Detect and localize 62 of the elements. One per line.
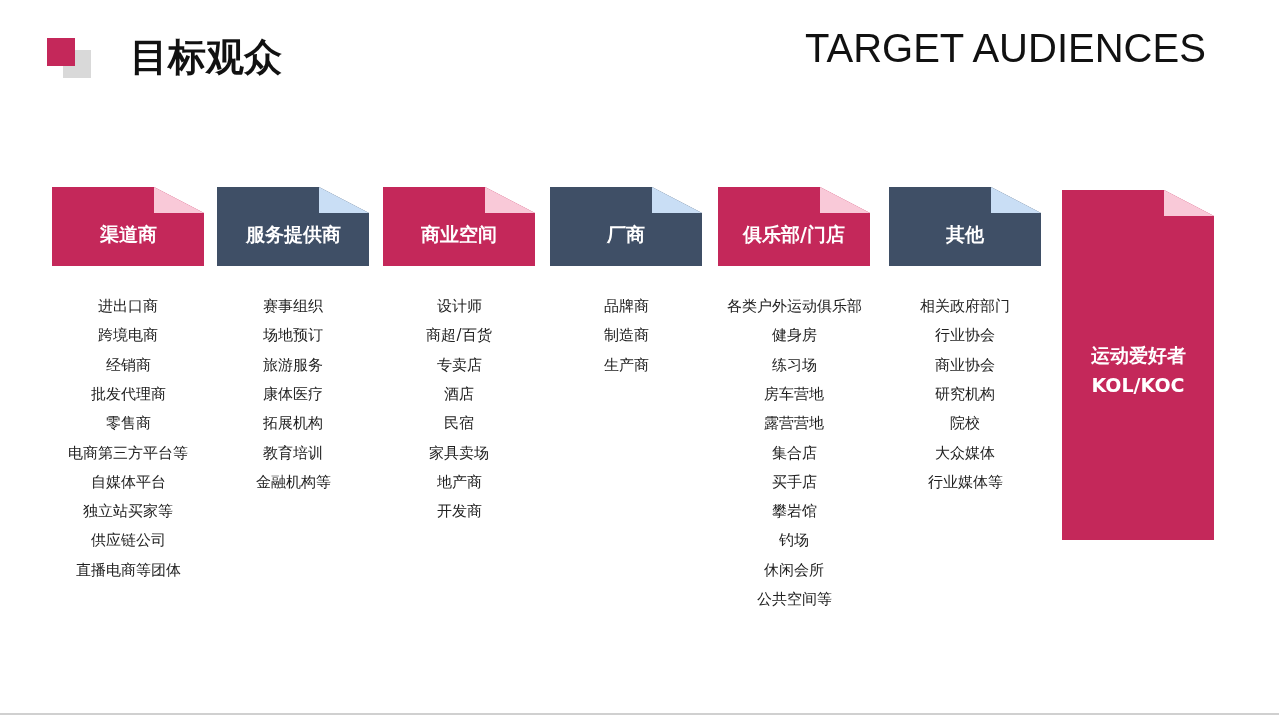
list-item: 电商第三方平台等 (68, 443, 188, 463)
list-item: 相关政府部门 (920, 297, 1010, 316)
list-item: 跨境电商 (98, 326, 158, 346)
list-item: 赛事组织 (263, 297, 323, 316)
folded-header-card (52, 187, 204, 266)
title: 目标观众 (130, 34, 282, 81)
list-item: 生产商 (603, 355, 649, 375)
list-item: 旅游服务 (263, 355, 323, 375)
subtitle: TARGET AUDIENCES (805, 26, 1206, 71)
list-item: 零售商 (105, 414, 151, 434)
list-item: 民宿 (444, 414, 474, 434)
column-heading: 服务提供商 (244, 221, 342, 247)
list-item: 专卖店 (436, 355, 482, 375)
list-item: 开发商 (436, 502, 482, 522)
list-item: 品牌商 (603, 297, 649, 316)
list-item: 制造商 (603, 326, 649, 346)
list-item: 健身房 (771, 326, 817, 346)
list-item: 买手店 (771, 472, 817, 492)
list-item: 商业协会 (935, 355, 995, 375)
column-heading: 俱乐部/门店 (741, 221, 846, 247)
list-item: 自媒体平台 (90, 472, 166, 492)
list-item: 商超/百货 (426, 326, 492, 346)
list-item: 集合店 (771, 443, 817, 463)
list-item: 进出口商 (98, 297, 158, 316)
list-item: 钓场 (779, 531, 809, 551)
folded-header-card (217, 187, 369, 266)
list-item: 院校 (950, 414, 980, 434)
list-item: 设计师 (436, 297, 482, 316)
list-item: 拓展机构 (263, 414, 323, 434)
list-item: 休闲会所 (764, 560, 824, 580)
list-item: 大众媒体 (935, 443, 995, 463)
column-heading: 运动爱好者 KOL/KOC (1089, 343, 1187, 398)
list-item: 独立站买家等 (83, 502, 173, 522)
folded-header-card (889, 187, 1041, 266)
column-heading: 渠道商 (98, 221, 158, 247)
list-item: 房车营地 (764, 384, 824, 404)
list-item: 行业媒体等 (927, 472, 1003, 492)
folded-header-card (1062, 190, 1214, 540)
list-item: 公共空间等 (756, 590, 832, 609)
folded-header-card (550, 187, 702, 266)
folded-header-card (718, 187, 870, 266)
folded-header-card (383, 187, 535, 266)
column-heading: 厂商 (606, 221, 646, 247)
list-item: 教育培训 (263, 443, 323, 463)
list-item: 经销商 (105, 355, 151, 375)
list-item: 供应链公司 (90, 531, 166, 551)
list-item: 攀岩馆 (771, 502, 817, 522)
column-heading: 商业空间 (420, 221, 498, 247)
list-item: 直播电商等团体 (75, 560, 181, 580)
list-item: 研究机构 (935, 384, 995, 404)
list-item: 家具卖场 (429, 443, 489, 463)
list-item: 酒店 (444, 384, 474, 404)
list-item: 康体医疗 (263, 384, 323, 404)
list-item: 露营营地 (764, 414, 824, 434)
list-item: 金融机构等 (255, 472, 331, 492)
list-item: 各类户外运动俱乐部 (726, 297, 862, 316)
list-item: 行业协会 (935, 326, 995, 346)
list-item: 地产商 (436, 472, 482, 492)
list-item: 练习场 (771, 355, 817, 375)
list-item: 批发代理商 (90, 384, 166, 404)
column-heading: 其他 (945, 221, 985, 247)
list-item: 场地预订 (263, 326, 323, 346)
